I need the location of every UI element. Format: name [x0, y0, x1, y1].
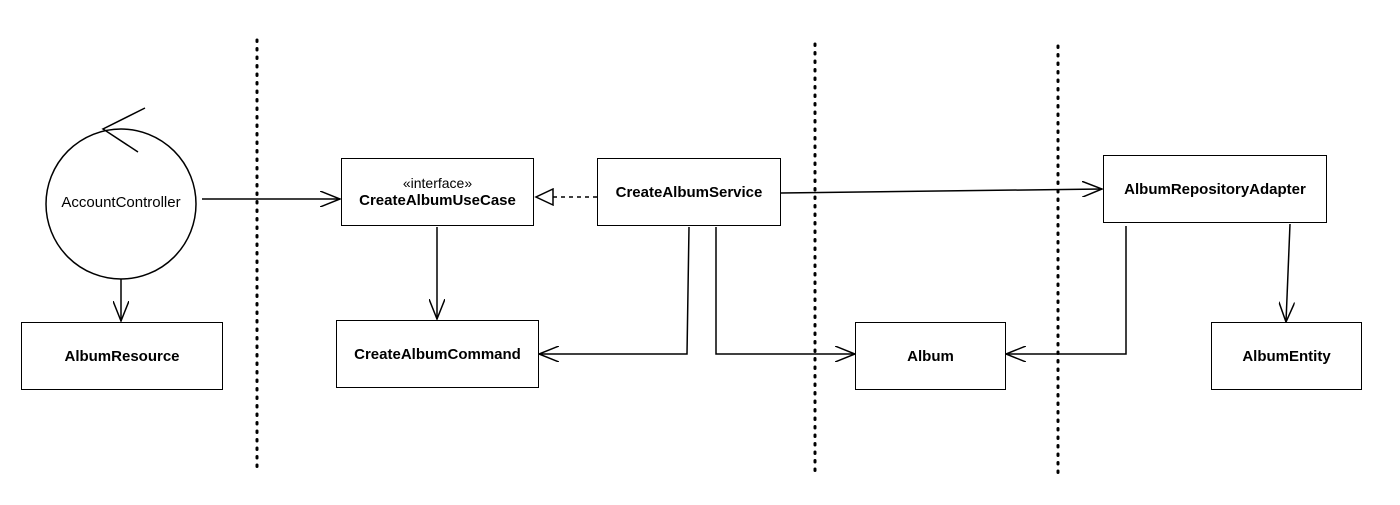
- album-label: Album: [907, 347, 954, 365]
- album-repository-adapter-label: AlbumRepositoryAdapter: [1124, 180, 1306, 198]
- arrow-service-to-command: [539, 226, 690, 354]
- arrow-service-to-album: [715, 227, 855, 354]
- create-album-command-box: CreateAlbumCommand: [336, 320, 539, 388]
- album-box: Album: [855, 322, 1006, 390]
- album-resource-label: AlbumResource: [64, 347, 180, 365]
- account-controller-label: AccountController: [61, 194, 181, 211]
- arrow-adapter-to-album-entity: [1286, 223, 1290, 322]
- create-album-service-box: CreateAlbumService: [597, 158, 781, 226]
- arrow-service-to-repository-adapter: [780, 189, 1102, 193]
- create-album-command-label: CreateAlbumCommand: [354, 345, 521, 363]
- album-repository-adapter-box: AlbumRepositoryAdapter: [1103, 155, 1327, 223]
- create-album-service-label: CreateAlbumService: [615, 183, 763, 201]
- create-album-use-case-label: CreateAlbumUseCase: [359, 192, 516, 209]
- album-resource-box: AlbumResource: [21, 322, 223, 390]
- create-album-use-case-box: «interface» CreateAlbumUseCase: [341, 158, 534, 226]
- album-entity-box: AlbumEntity: [1211, 322, 1362, 390]
- controller-cycle-arrow: [101, 107, 146, 153]
- interface-stereotype-label: «interface»: [402, 175, 473, 191]
- album-entity-label: AlbumEntity: [1242, 347, 1331, 365]
- arrow-adapter-to-album: [1006, 226, 1127, 354]
